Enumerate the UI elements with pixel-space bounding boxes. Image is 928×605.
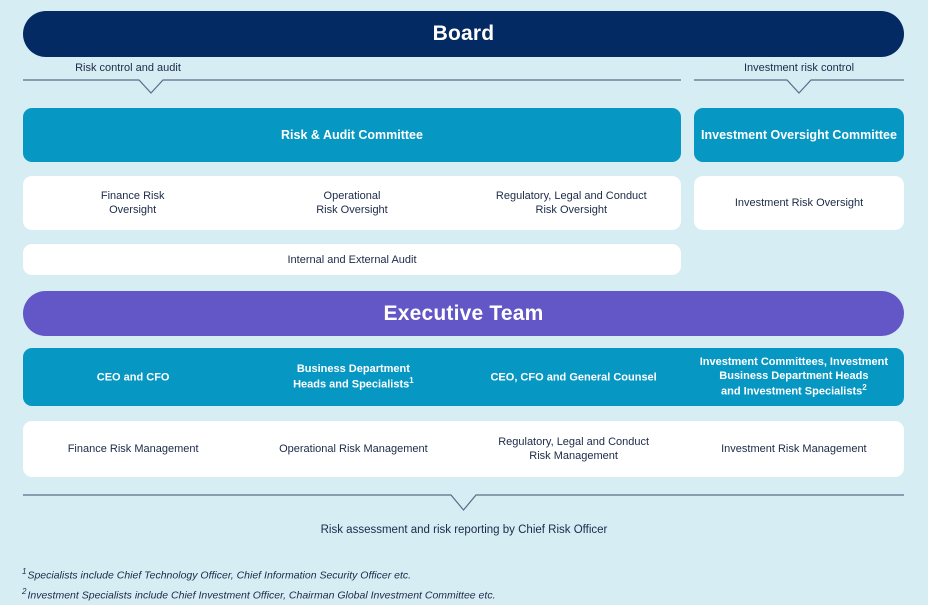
roles-cell-investment-committees-sup: 2: [862, 383, 867, 393]
footnote-2-marker: 2: [22, 586, 27, 596]
footnote-1-text: Specialists include Chief Technology Off…: [27, 569, 412, 582]
board-title: Board: [432, 22, 495, 45]
roles-cell-ceo-cfo-text: CEO and CFO: [96, 371, 170, 384]
footnote-2: 2Investment Specialists include Chief In…: [22, 585, 902, 605]
management-row: Finance Risk Management Operational Risk…: [23, 421, 904, 477]
risk-audit-committee-label: Risk & Audit Committee: [281, 128, 423, 142]
internal-external-audit-label: Internal and External Audit: [287, 253, 417, 266]
footnote-1: 1Specialists include Chief Technology Of…: [22, 565, 902, 585]
roles-cell-business-department-heads-sup: 1: [409, 376, 414, 386]
management-cell-investment-risk: Investment Risk Management: [721, 442, 867, 455]
board-banner: Board: [23, 11, 904, 57]
footnote-2-text: Investment Specialists include Chief Inv…: [27, 589, 496, 602]
investment-oversight-committee-bar: Investment Oversight Committee: [694, 108, 904, 162]
risk-audit-committee-bar: Risk & Audit Committee: [23, 108, 681, 162]
roles-cell-ceo-cfo: CEO and CFO: [23, 369, 243, 385]
oversight-cell-investment-risk: Investment Risk Oversight: [734, 196, 864, 209]
connector-label-risk-assessment-cro: Risk assessment and risk reporting by Ch…: [320, 524, 608, 536]
bracket-right: [694, 79, 904, 97]
footnotes: 1Specialists include Chief Technology Of…: [22, 565, 902, 605]
internal-external-audit-bar: Internal and External Audit: [23, 244, 681, 275]
oversight-row-right: Investment Risk Oversight: [694, 176, 904, 230]
executive-team-title: Executive Team: [383, 301, 544, 325]
footnote-1-marker: 1: [22, 567, 27, 576]
connector-label-risk-control-and-audit: Risk control and audit: [75, 62, 181, 74]
bracket-bottom: [23, 494, 904, 514]
roles-cell-ceo-cfo-general-counsel-text: CEO, CFO and General Counsel: [490, 371, 657, 384]
roles-cell-ceo-cfo-general-counsel: CEO, CFO and General Counsel: [464, 369, 684, 385]
management-cell-finance-risk: Finance Risk Management: [67, 442, 199, 455]
connector-label-investment-risk-control: Investment risk control: [743, 62, 855, 74]
bracket-left: [23, 79, 681, 97]
investment-oversight-committee-label: Investment Oversight Committee: [701, 128, 897, 142]
executive-team-banner: Executive Team: [23, 291, 904, 336]
management-cell-operational-risk: Operational Risk Management: [279, 442, 428, 455]
